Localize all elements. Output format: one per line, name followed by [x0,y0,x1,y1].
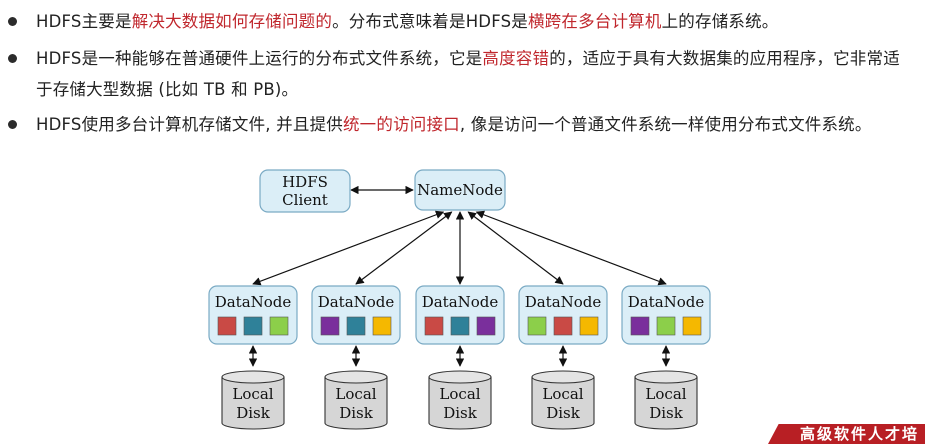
local-disk-1-label-line1: Local [232,385,273,403]
local-disk-4-label-line2: Disk [546,404,581,422]
bullet-1-highlight-1: 解决大数据如何存储问题的 [131,12,333,31]
local-disk-3-label-line1: Local [439,385,480,403]
bullet-dot [8,54,17,63]
bullet-2-highlight-1: 高度容错 [482,49,550,68]
bullet-item-2: HDFS是一种能够在普通硬件上运行的分布式文件系统，它是高度容错的，适应于具有大… [8,43,906,105]
bullet-dot [8,120,17,129]
bullet-2-text-1: HDFS是一种能够在普通硬件上运行的分布式文件系统，它是 [36,49,483,68]
datanode-4-block-2 [553,316,573,336]
local-disk-2-top [324,370,388,384]
datanode-3-block-2 [450,316,470,336]
local-disk-3-label-line2: Disk [443,404,478,422]
datanode-1-block-1 [217,316,237,336]
hdfs-client-node: HDFS Client [259,169,351,213]
namenode-datanode-4-arrow [467,211,564,285]
bullet-1-text-1: HDFS主要是 [36,12,132,31]
hdfs-client-label-line2: Client [282,191,328,209]
datanode-5-block-1 [630,316,650,336]
datanode-1-label: DataNode [215,293,292,311]
footer-banner-text: 高级软件人才培 [800,425,920,443]
datanode-1-block-3 [269,316,289,336]
local-disk-group: LocalDiskLocalDiskLocalDiskLocalDiskLoca… [221,370,698,430]
bullet-item-3: HDFS使用多台计算机存储文件, 并且提供统一的访问接口, 像是访问一个普通文件… [8,109,906,140]
bullet-item-1: HDFS主要是解决大数据如何存储问题的。分布式意味着是HDFS是横跨在多台计算机… [8,6,906,37]
local-disk-1-label-line2: Disk [236,404,271,422]
datanode-5-block-3 [682,316,702,336]
hdfs-client-label-line1: HDFS [282,173,328,191]
datanode-3: DataNode [415,285,505,345]
bullet-2-text-2: 的，适应于具有大数据集的应用程序，它非常适于存储大型数据 (比如 TB 和 PB… [36,49,900,99]
datanode-4: DataNode [518,285,608,345]
namenode-box [414,169,506,211]
namenode-datanode-1-arrow [252,210,445,286]
datanode-4-block-3 [579,316,599,336]
bullet-3-text-2: , 像是访问一个普通文件系统一样使用分布式文件系统。 [459,115,872,134]
datanode-1: DataNode [208,285,298,345]
local-disk-4-body [531,377,595,430]
datanode-3-block-3 [476,316,496,336]
bullet-1-text-3: 上的存储系统。 [661,12,779,31]
datanode-4-label: DataNode [525,293,602,311]
local-disk-2-label-line2: Disk [339,404,374,422]
bullet-1-text-2: 。分布式意味着是HDFS是 [332,12,528,31]
datanode-4-block-1 [527,316,547,336]
namenode: NameNode [414,169,506,211]
namenode-datanode-2-arrow [355,211,453,285]
local-disk-5-label-line1: Local [645,385,686,403]
bullet-1-highlight-2: 横跨在多台计算机 [527,12,662,31]
bullet-3-highlight-1: 统一的访问接口 [342,115,460,134]
datanode-2-block-1 [320,316,340,336]
local-disk-2-body [324,377,388,430]
datanode-5-block-2 [656,316,676,336]
datanode-3-label: DataNode [422,293,499,311]
local-disk-5-label-line2: Disk [649,404,684,422]
connector-arrows [248,185,671,367]
datanode-group: DataNode DataNode DataNode DataNode DataNode [208,285,711,345]
local-disk-4-top [531,370,595,384]
bullet-3-text-1: HDFS使用多台计算机存储文件, 并且提供 [36,115,343,134]
datanode-3-block-1 [424,316,444,336]
local-disk-1-body [221,377,285,430]
local-disk-4-label-line1: Local [542,385,583,403]
datanode-5: DataNode [621,285,711,345]
local-disk-3-body [428,377,492,430]
datanode-5-label: DataNode [628,293,705,311]
hdfs-client-box [259,169,351,213]
namenode-datanode-5-arrow [475,210,667,286]
bullet-dot [8,17,17,26]
local-disk-3-top [428,370,492,384]
datanode-2-block-2 [346,316,366,336]
datanode-2: DataNode [311,285,401,345]
local-disk-2-label-line1: Local [335,385,376,403]
local-disk-5-top [634,370,698,384]
datanode-2-label: DataNode [318,293,395,311]
datanode-1-block-2 [243,316,263,336]
namenode-label: NameNode [417,181,503,199]
local-disk-5-body [634,377,698,430]
local-disk-1-top [221,370,285,384]
datanode-2-block-3 [372,316,392,336]
